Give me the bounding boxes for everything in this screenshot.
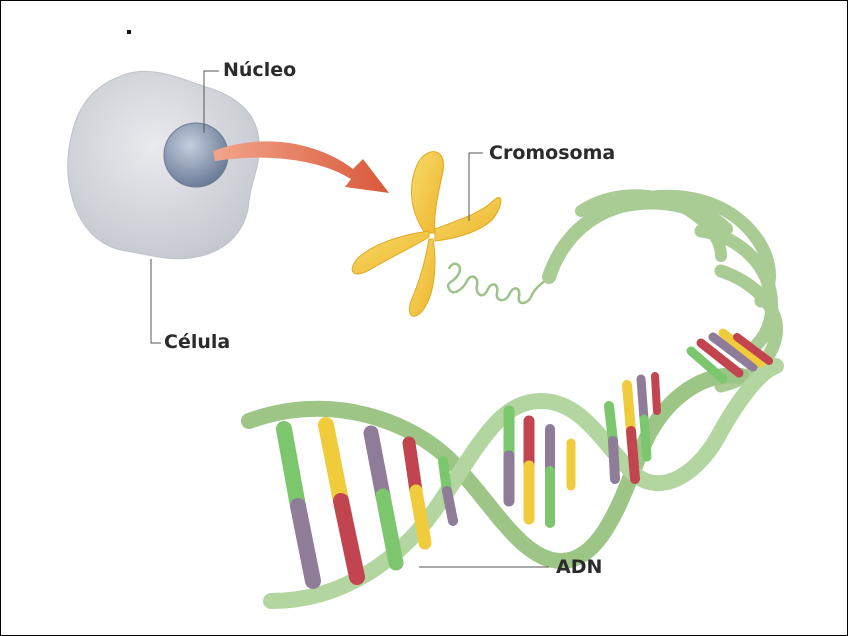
cell-label: Célula	[164, 331, 231, 353]
nucleus-leader	[203, 70, 219, 133]
chromosome-shape	[351, 151, 502, 317]
dna-label: ADN	[556, 556, 603, 578]
chromosome-label: Cromosoma	[489, 142, 616, 164]
arrow-shape	[213, 141, 389, 193]
leader-lines	[150, 70, 549, 568]
base-pairs	[276, 328, 773, 589]
cell-shape	[67, 71, 260, 260]
helix-coil	[542, 189, 784, 393]
chromatin-coil	[446, 262, 550, 305]
cell-leader	[150, 259, 161, 344]
chromosome-leader	[468, 152, 483, 221]
stray-dot	[127, 30, 131, 34]
nucleus-label: Núcleo	[223, 59, 297, 81]
dna-helix	[241, 358, 784, 609]
